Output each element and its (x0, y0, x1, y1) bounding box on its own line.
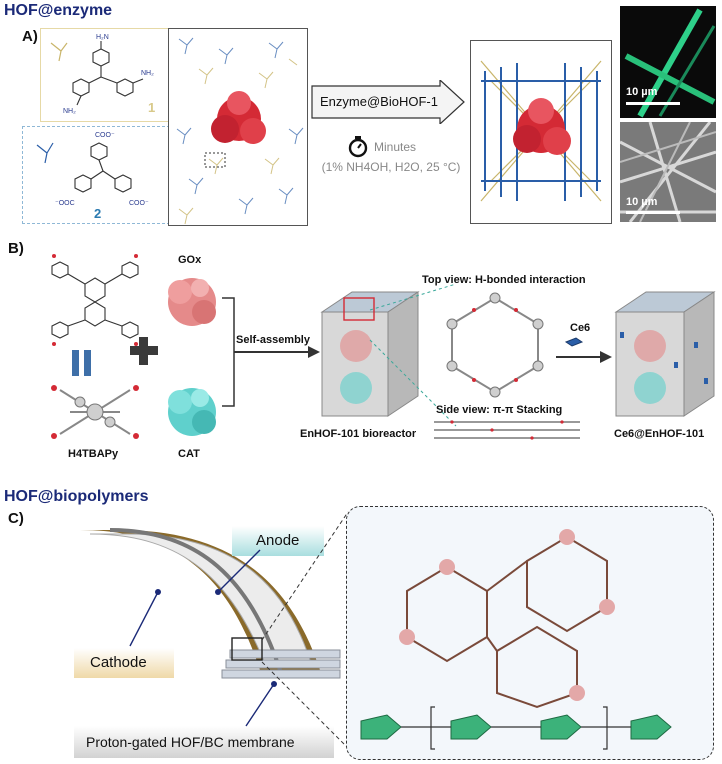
membrane-tag (74, 726, 334, 758)
cellulose-chain (360, 706, 672, 750)
side-view-label: Side view: π-π Stacking (436, 404, 563, 416)
cat-label: CAT (178, 448, 200, 460)
ligand2-number: 2 (94, 206, 102, 221)
svg-text:COO⁻: COO⁻ (129, 200, 149, 207)
section-title-biopolymers: HOF@biopolymers (4, 488, 149, 505)
gox-label: GOx (178, 254, 202, 266)
section-title-enzyme: HOF@enzyme (4, 2, 113, 19)
time-label: Minutes (374, 140, 417, 154)
ligand1-structure: H₂N NH₂ NH₂ (50, 34, 154, 115)
ce6-icon (564, 337, 584, 347)
panel-b-letter: B) (8, 240, 24, 257)
side-view-stack (434, 420, 580, 440)
cathode-label: Cathode (90, 654, 147, 671)
product-framework (480, 60, 602, 202)
plus-vertical (139, 337, 148, 365)
svg-text:⁻OOC: ⁻OOC (55, 200, 75, 207)
ligand2-structure: COO⁻ ⁻OOC COO⁻ (36, 132, 149, 207)
membrane-label: Proton-gated HOF/BC membrane (86, 734, 295, 750)
tbapy-label: H4TBAPy (68, 448, 119, 460)
svg-text:NH₂: NH₂ (63, 108, 76, 115)
scalebar-top (626, 102, 680, 105)
membrane-pointer (245, 681, 277, 727)
ce6-label: Ce6 (570, 322, 591, 334)
scalebar-top-label: 10 µm (626, 86, 658, 98)
cathode-tag (74, 648, 174, 678)
ligand1-number: 1 (148, 100, 156, 115)
anode-tag (232, 526, 324, 556)
svg-text:H₂N: H₂N (96, 34, 109, 41)
tbapy-3d-model (51, 385, 139, 439)
top-view-label: Top view: H-bonded interaction (422, 274, 586, 286)
anode-label: Anode (256, 532, 300, 549)
reaction-arrow (311, 80, 465, 124)
framework-mesh (176, 37, 304, 225)
product-label: Ce6@EnHOF-101 (614, 428, 705, 440)
bioreactor-block (320, 291, 420, 417)
self-assembly-label: Self-assembly (236, 334, 310, 346)
conditions-label: (1% NH4OH, H2O, 25 °C) (321, 160, 461, 174)
scalebar-bottom-label: 10 µm (626, 196, 658, 208)
cat-protein (168, 388, 216, 436)
arrow-label: Enzyme@BioHOF-1 (320, 94, 438, 109)
scalebar-bottom (626, 211, 680, 214)
fluorescence-micrograph (620, 6, 716, 118)
zoom-inset (346, 506, 714, 760)
panel-a-letter: A) (22, 28, 38, 45)
zoom-guides (261, 511, 349, 749)
assembly-bracket-arrow (222, 297, 320, 407)
top-view-network (446, 292, 544, 398)
svg-text:NH₂: NH₂ (141, 70, 154, 77)
sem-micrograph (620, 122, 716, 222)
equals-bar-left (72, 350, 79, 376)
svg-text:COO⁻: COO⁻ (95, 132, 115, 139)
gox-protein (168, 278, 216, 326)
product-block (614, 291, 716, 417)
bioreactor-label: EnHOF-101 bioreactor (300, 428, 417, 440)
view-leader-lines (369, 283, 457, 427)
anode-pointer (215, 549, 261, 595)
panel-c-letter: C) (8, 510, 24, 527)
stopwatch-icon (348, 136, 368, 158)
hof-bc-structure (360, 529, 672, 750)
equals-bar-right (84, 350, 91, 376)
hof-framework-box (168, 28, 308, 226)
enzyme-red-blob (211, 91, 266, 144)
tbapy-structure (51, 254, 139, 346)
product-enzyme-blob (513, 98, 571, 155)
product-framework-box (470, 40, 612, 224)
cathode-pointer (129, 589, 161, 647)
ce6-arrow (556, 351, 612, 363)
fuel-cell-device (80, 528, 341, 679)
